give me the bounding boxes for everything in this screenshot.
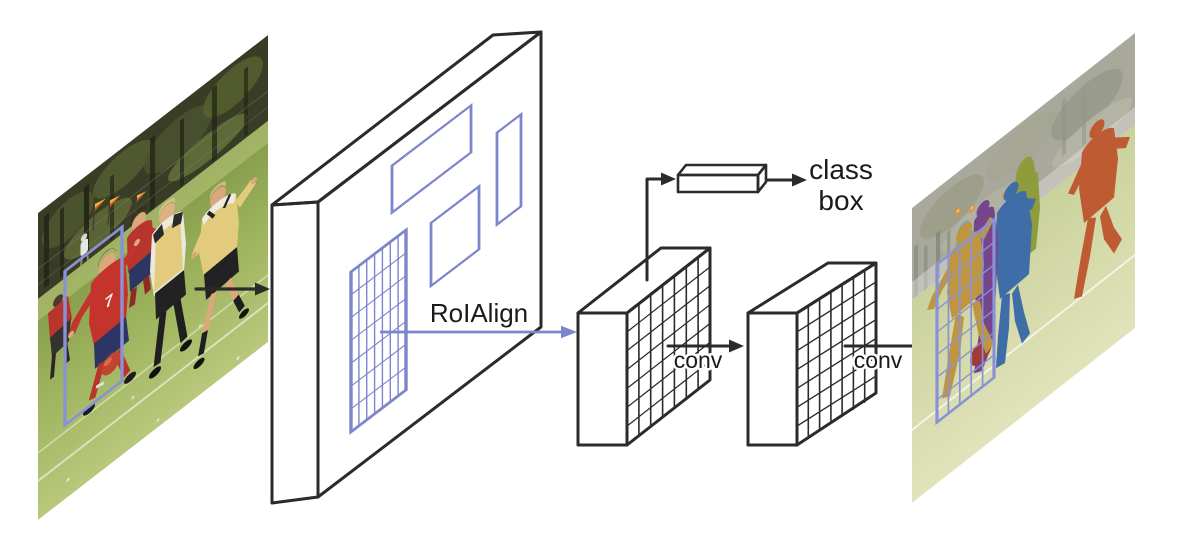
roialign-arrow [380, 325, 577, 339]
soccer-ball [101, 351, 121, 376]
conv-label-1: conv [674, 347, 723, 373]
mask-grid-overlay [935, 216, 996, 426]
player-yellow-right [191, 177, 257, 370]
roi-box-square [429, 183, 481, 289]
mask-person-blue [994, 181, 1036, 369]
input-photo: 7 [38, 34, 268, 520]
mask-person-red-runner [1068, 119, 1130, 299]
output-arrow [765, 173, 807, 187]
class-box-predictor [676, 163, 768, 194]
feature-grid-1 [576, 246, 712, 447]
feature-grid-2 [746, 261, 878, 447]
input-sunlit-band [38, 120, 268, 321]
classbox-arrow [645, 172, 676, 282]
roi-proposals [349, 102, 523, 435]
box-label: box [818, 185, 863, 216]
conv-label-2: conv [854, 347, 903, 373]
mask-person-tan [927, 216, 994, 399]
output-photo [912, 32, 1135, 503]
bounding-box-overlay [63, 223, 124, 429]
jersey-number: 7 [105, 290, 113, 313]
roi-box-tall [495, 111, 523, 228]
feature-map-slab [270, 30, 543, 505]
input-field-lines [38, 273, 268, 483]
class-label: class [809, 154, 873, 185]
roi-align-grid [349, 226, 408, 435]
player-keeper [149, 197, 192, 379]
roialign-arrowhead [561, 325, 577, 339]
roi-box-wide [390, 102, 473, 216]
player-red-main: 7 [68, 238, 140, 416]
roialign-label: RoIAlign [430, 298, 528, 328]
input-tree-texture [38, 56, 268, 323]
input-arrow [194, 282, 270, 296]
conv-arrow-1 [666, 339, 744, 353]
player-red-back [127, 206, 161, 309]
